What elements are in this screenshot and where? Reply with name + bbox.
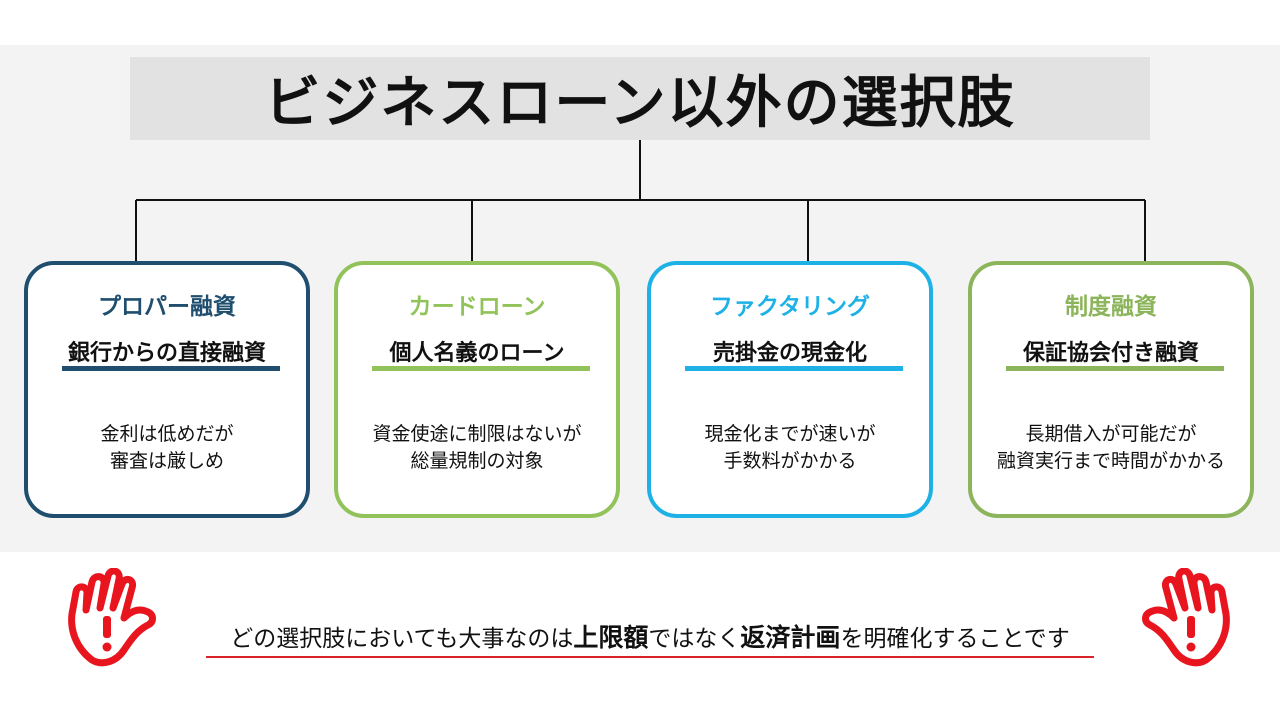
- card-desc-line: 現金化までが速いが: [704, 423, 876, 445]
- footer-text-part: ではなく: [648, 626, 741, 652]
- card-description: 現金化までが速いが 手数料がかかる: [651, 421, 929, 475]
- card-description: 金利は低めだが 審査は厳しめ: [28, 421, 306, 475]
- card-desc-line: 手数料がかかる: [723, 450, 857, 472]
- card-card-loan: カードローン 個人名義のローン 資金使途に制限はないが 総量規制の対象: [334, 261, 620, 518]
- card-subtitle: 保証協会付き融資: [1022, 341, 1199, 366]
- card-underline: [685, 366, 903, 371]
- card-title: カードローン: [408, 294, 546, 320]
- footer-text-part: を明確化することです: [840, 626, 1070, 652]
- card-underline: [62, 366, 280, 371]
- page-title: ビジネスローン以外の選択肢: [264, 71, 1016, 136]
- card-underline: [1006, 366, 1224, 371]
- footer-text-part: どの選択肢においても大事なのは: [230, 626, 574, 652]
- card-desc-line: 総量規制の対象: [410, 450, 544, 472]
- footer-emphasis-limit: 上限額: [573, 623, 649, 652]
- card-subtitle: 個人名義のローン: [389, 341, 565, 366]
- card-proper-loan: プロパー融資 銀行からの直接融資 金利は低めだが 審査は厳しめ: [24, 261, 310, 518]
- card-underline: [372, 366, 590, 371]
- card-desc-line: 金利は低めだが: [100, 423, 234, 445]
- card-title: 制度融資: [1065, 294, 1157, 320]
- card-description: 長期借入が可能だが 融資実行まで時間がかかる: [972, 421, 1250, 475]
- card-subtitle: 銀行からの直接融資: [67, 341, 266, 366]
- warning-hand-icon: [68, 568, 156, 667]
- card-desc-line: 長期借入が可能だが: [1025, 423, 1197, 445]
- card-desc-line: 資金使途に制限はないが: [372, 423, 582, 445]
- card-description: 資金使途に制限はないが 総量規制の対象: [338, 421, 616, 475]
- footer-message: どの選択肢においても大事なのは上限額ではなく返済計画を明確化することです: [206, 618, 1094, 654]
- card-title: プロパー融資: [98, 294, 236, 320]
- warning-hand-icon: [1142, 568, 1230, 667]
- card-desc-line: 審査は厳しめ: [109, 450, 224, 472]
- card-factoring: ファクタリング 売掛金の現金化 現金化までが速いが 手数料がかかる: [647, 261, 933, 518]
- title-box: ビジネスローン以外の選択肢: [130, 57, 1150, 140]
- card-desc-line: 融資実行まで時間がかかる: [996, 450, 1225, 472]
- footer-emphasis-plan: 返済計画: [740, 623, 841, 652]
- card-title: ファクタリング: [709, 294, 871, 320]
- card-system-loan: 制度融資 保証協会付き融資 長期借入が可能だが 融資実行まで時間がかかる: [968, 261, 1254, 518]
- footer-underline: [206, 656, 1094, 658]
- card-subtitle: 売掛金の現金化: [712, 341, 867, 366]
